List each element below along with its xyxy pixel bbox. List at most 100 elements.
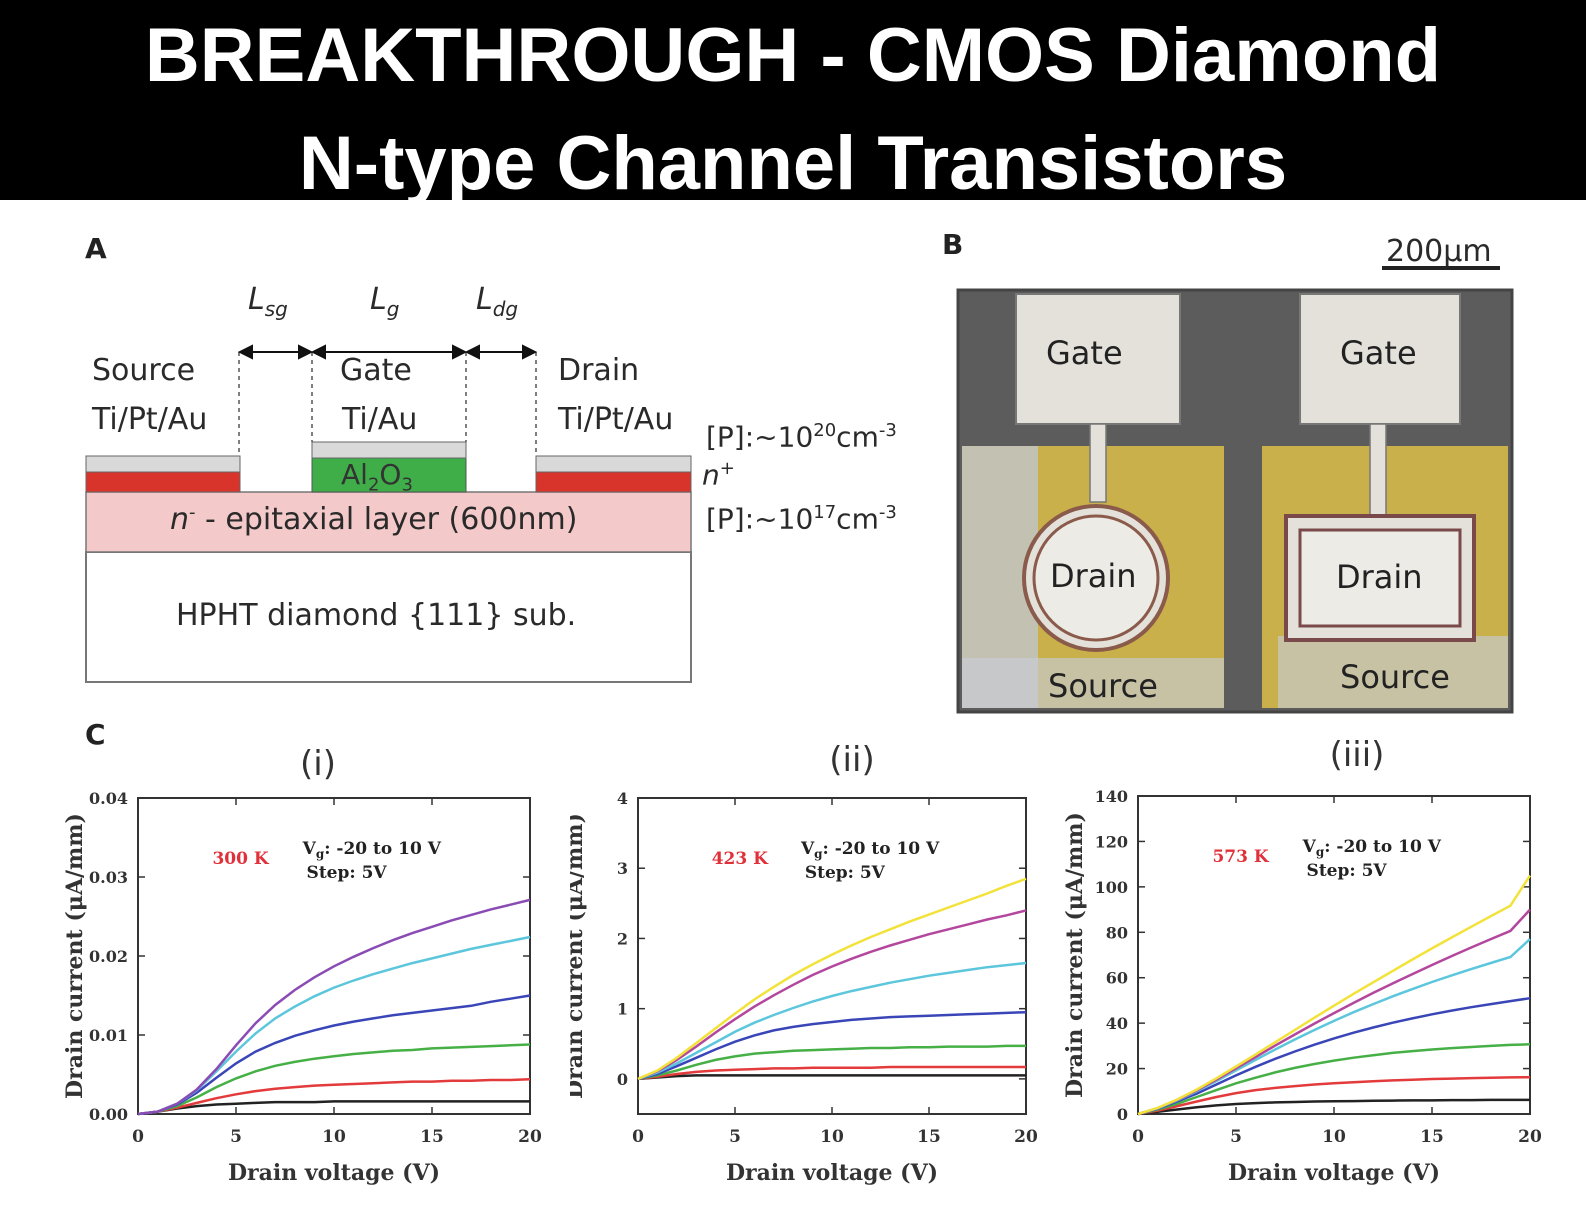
y-axis-label: Drain current (μA/mm) <box>570 813 588 1099</box>
y-tick-label: 2 <box>617 929 628 948</box>
vg-range: : -20 to 10 V <box>1324 837 1442 857</box>
series-line <box>1137 1075 1531 1116</box>
source-metal-layer <box>85 455 241 473</box>
y-tick-label: 120 <box>1095 832 1128 851</box>
ldg-label: Ldg <box>476 282 518 321</box>
x-tick-label: 5 <box>1230 1127 1242 1147</box>
gate-metal-label: Ti/Au <box>342 402 418 437</box>
x-tick-label: 5 <box>729 1127 741 1147</box>
y-axis-label: Drain current (μA/mm) <box>1062 812 1088 1098</box>
oxide-sub-2: 2 <box>367 474 380 496</box>
series-line <box>637 909 1027 1081</box>
x-tick-label: 5 <box>230 1127 242 1147</box>
vg-range: : -20 to 10 V <box>324 839 442 859</box>
drain-metal-layer <box>535 455 692 473</box>
title-line-2: N-type Channel Transistors <box>298 121 1288 206</box>
epitaxial-layer <box>85 491 692 553</box>
y-tick-label: 40 <box>1106 1014 1128 1033</box>
arrowhead <box>464 344 480 360</box>
conc-high-prefix: [P]:~10 <box>706 420 814 454</box>
series-line <box>1137 938 1531 1116</box>
series-line <box>637 1044 1026 1081</box>
gate-label: Gate <box>340 353 412 388</box>
vg-subscript: g <box>316 847 325 861</box>
arrowhead <box>310 344 326 360</box>
series-line <box>1137 874 1532 1116</box>
x-axis-label: Drain voltage (V) <box>228 1160 440 1186</box>
series-line <box>637 877 1027 1081</box>
rect-drain-pad <box>1298 528 1462 628</box>
nplus-drain-region <box>535 471 692 493</box>
vg-symbol: V <box>302 839 317 859</box>
step-label: Step: 5V <box>805 863 886 883</box>
temperature-label: 423 K <box>712 849 769 869</box>
gate-stem-right <box>1369 423 1387 517</box>
device-cross-section-diagram <box>85 344 692 683</box>
x-tick-label: 15 <box>1420 1127 1444 1147</box>
gate-pad-left <box>1015 293 1181 425</box>
vg-symbol: V <box>1302 837 1317 857</box>
conc-low-unit-exp: -3 <box>878 502 897 523</box>
arrowhead <box>522 344 538 360</box>
gate-metal-layer <box>311 441 467 459</box>
lg-symbol: L <box>370 282 387 317</box>
nplus-source-region <box>85 471 241 493</box>
device-micrograph <box>956 266 1514 714</box>
series-line <box>137 1043 531 1116</box>
title-line-1: BREAKTHROUGH - CMOS Diamond <box>144 13 1442 98</box>
conc-high-unit: cm <box>836 420 879 454</box>
arrowhead <box>237 344 253 360</box>
substrate-layer <box>85 551 692 683</box>
conc-low-prefix: [P]:~10 <box>706 502 814 536</box>
y-tick-label: 140 <box>1095 787 1128 806</box>
title-banner: BREAKTHROUGH - CMOS Diamond N-type Chann… <box>0 0 1586 206</box>
epi-text: - epitaxial layer (600nm) <box>195 502 578 537</box>
series-line <box>137 1100 530 1116</box>
drain-metal-label: Ti/Pt/Au <box>558 402 674 437</box>
oxide-o: O <box>379 458 402 491</box>
ldg-subscript: dg <box>492 297 519 321</box>
lg-subscript: g <box>386 297 400 321</box>
micrograph-tint-bottom-left <box>962 658 1224 708</box>
conc-high-exp: 20 <box>813 420 837 441</box>
arrowhead <box>298 344 314 360</box>
source-metal-label: Ti/Pt/Au <box>92 402 208 437</box>
series-line <box>1137 1098 1530 1116</box>
x-tick-label: 20 <box>1014 1127 1038 1147</box>
lsg-label: Lsg <box>248 282 288 321</box>
subplot-title-iii: (iii) <box>1329 735 1385 775</box>
x-tick-label: 0 <box>632 1127 644 1147</box>
y-axis-label: Drain current (μA/mm) <box>62 813 88 1099</box>
x-tick-label: 15 <box>420 1127 444 1147</box>
drain-label: Drain <box>558 353 640 388</box>
oxide-label: Al2O3 <box>341 458 413 496</box>
x-tick-label: 10 <box>1322 1127 1346 1147</box>
temperature-label: 300 K <box>212 849 269 869</box>
series-line <box>1137 996 1531 1116</box>
x-tick-label: 20 <box>518 1127 542 1147</box>
series-line <box>637 1065 1026 1081</box>
x-tick-label: 0 <box>1132 1127 1144 1147</box>
epi-n: n <box>170 502 190 537</box>
vg-symbol: V <box>800 839 815 859</box>
gate-voltage-label: Vg: -20 to 10 V <box>302 839 442 861</box>
y-tick-label: 100 <box>1095 878 1128 897</box>
vg-subscript: g <box>1316 845 1325 859</box>
nplus-label: n+ <box>702 458 735 491</box>
conc-low-exp: 17 <box>813 502 837 523</box>
x-axis-label: Drain voltage (V) <box>1228 1160 1440 1186</box>
y-tick-label: 1 <box>617 1000 628 1019</box>
substrate-label: HPHT diamond {111} sub. <box>176 598 577 633</box>
conc-high-label: [P]:~1020cm-3 <box>706 420 897 453</box>
drain-label-circular: Drain <box>1050 557 1137 595</box>
x-tick-label: 10 <box>322 1127 346 1147</box>
epi-layer-label: n- - epitaxial layer (600nm) <box>170 502 577 537</box>
gate-pad-label-left: Gate <box>1046 334 1123 372</box>
series-line <box>137 898 531 1116</box>
conc-low-label: [P]:~1017cm-3 <box>706 502 897 535</box>
series-line <box>137 1077 531 1116</box>
temperature-label: 573 K <box>1212 847 1269 867</box>
lsg-subscript: sg <box>264 297 288 321</box>
